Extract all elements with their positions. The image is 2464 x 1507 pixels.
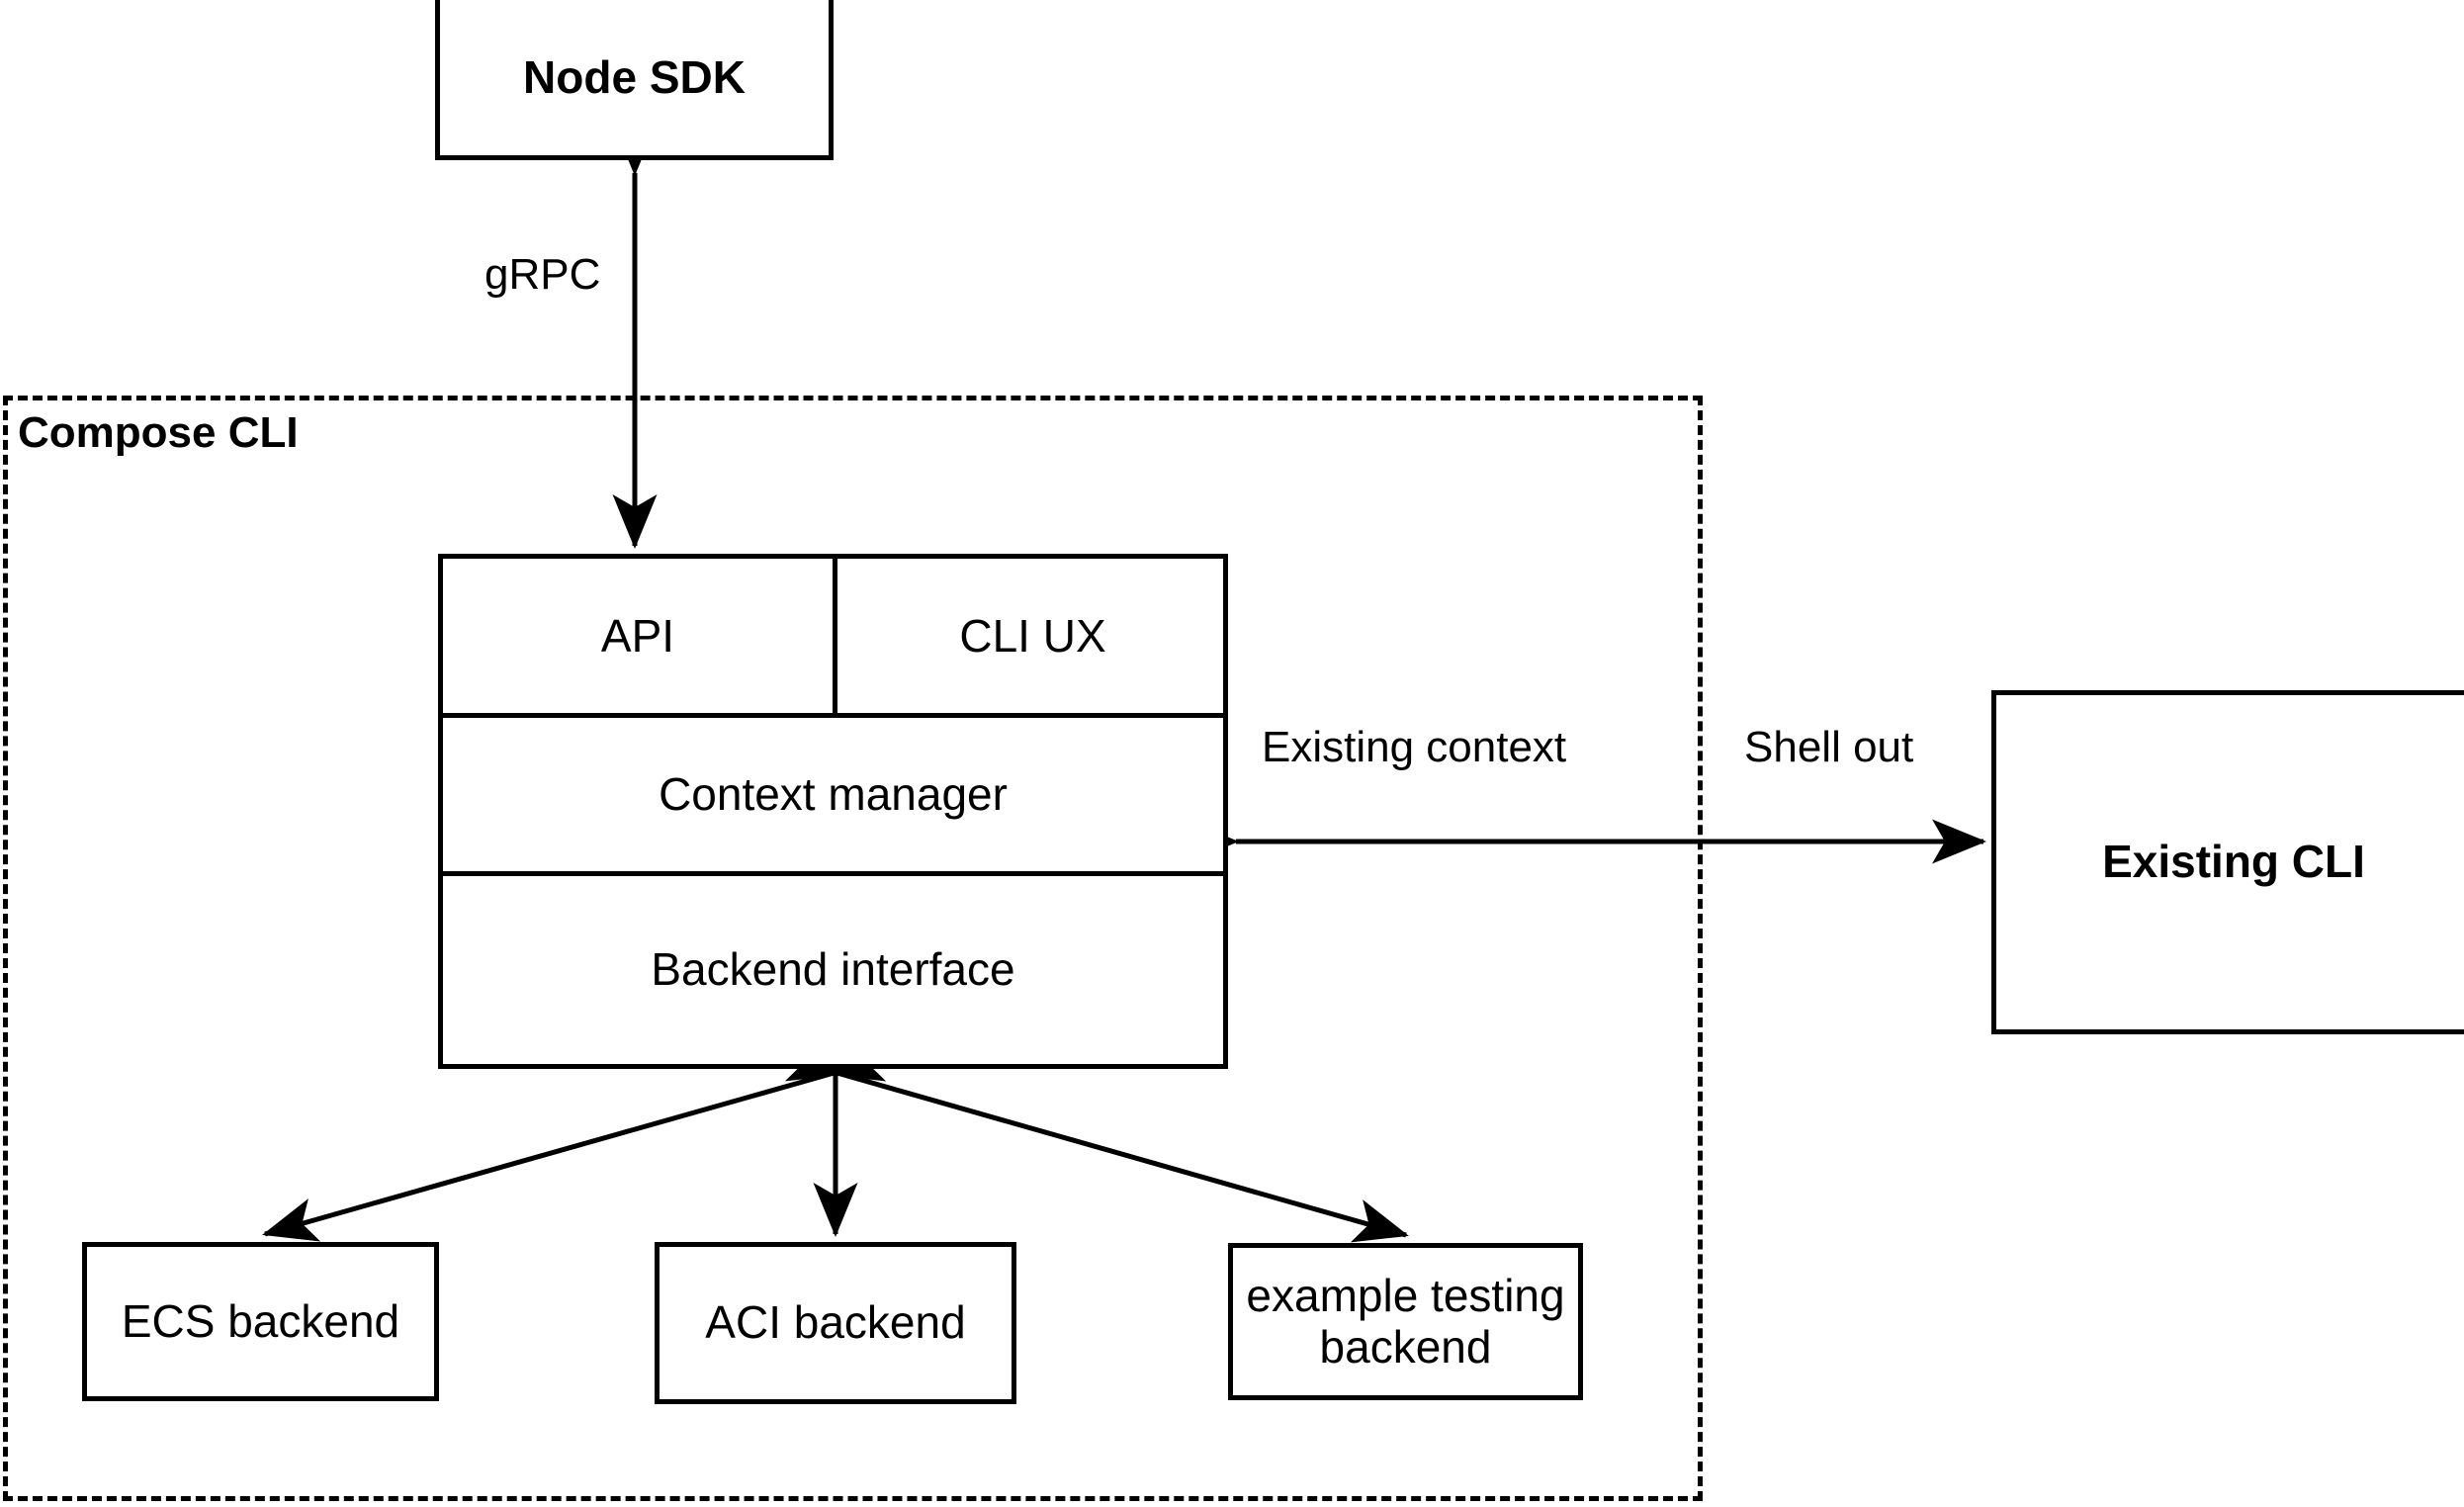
- node-node-sdk[interactable]: Node SDK: [435, 0, 834, 160]
- group-compose-cli: [3, 396, 1703, 1501]
- stack-row-cli-ux[interactable]: CLI UX: [837, 559, 1228, 715]
- stack-row-cli-ux-label: CLI UX: [959, 610, 1106, 663]
- compose-cli-stack: API CLI UX Context manager Backend inter…: [438, 554, 1228, 1069]
- stack-row-api-label: API: [600, 610, 675, 663]
- stack-row-context-manager-label: Context manager: [659, 767, 1008, 820]
- node-ecs-backend-label: ECS backend: [121, 1294, 400, 1347]
- node-example-testing-backend-label: example testing backend: [1246, 1269, 1565, 1373]
- group-compose-cli-label: Compose CLI: [18, 408, 299, 457]
- node-example-testing-backend[interactable]: example testing backend: [1228, 1243, 1583, 1400]
- stack-row-backend-interface-label: Backend interface: [651, 943, 1015, 996]
- stack-row-api[interactable]: API: [443, 559, 833, 715]
- edge-ecs: [262, 1038, 887, 1242]
- stack-divider-row2: [443, 871, 1223, 876]
- node-aci-backend-label: ACI backend: [705, 1296, 966, 1349]
- node-ecs-backend[interactable]: ECS backend: [82, 1242, 439, 1401]
- edge-label-existing-context: Existing context: [1256, 723, 1573, 772]
- edge-label-shell-out: Shell out: [1738, 723, 1920, 772]
- stack-divider-row1: [443, 713, 1223, 718]
- node-existing-cli[interactable]: Existing CLI: [1991, 690, 2464, 1034]
- node-node-sdk-label: Node SDK: [523, 50, 746, 103]
- stack-row-backend-interface[interactable]: Backend interface: [443, 876, 1223, 1064]
- edge-example-testing: [784, 1038, 1409, 1243]
- edge-label-grpc: gRPC: [479, 250, 607, 300]
- node-aci-backend[interactable]: ACI backend: [655, 1242, 1016, 1404]
- stack-row-context-manager[interactable]: Context manager: [443, 718, 1223, 871]
- stack-divider-api-cliux: [833, 559, 837, 713]
- node-existing-cli-label: Existing CLI: [2102, 836, 2365, 888]
